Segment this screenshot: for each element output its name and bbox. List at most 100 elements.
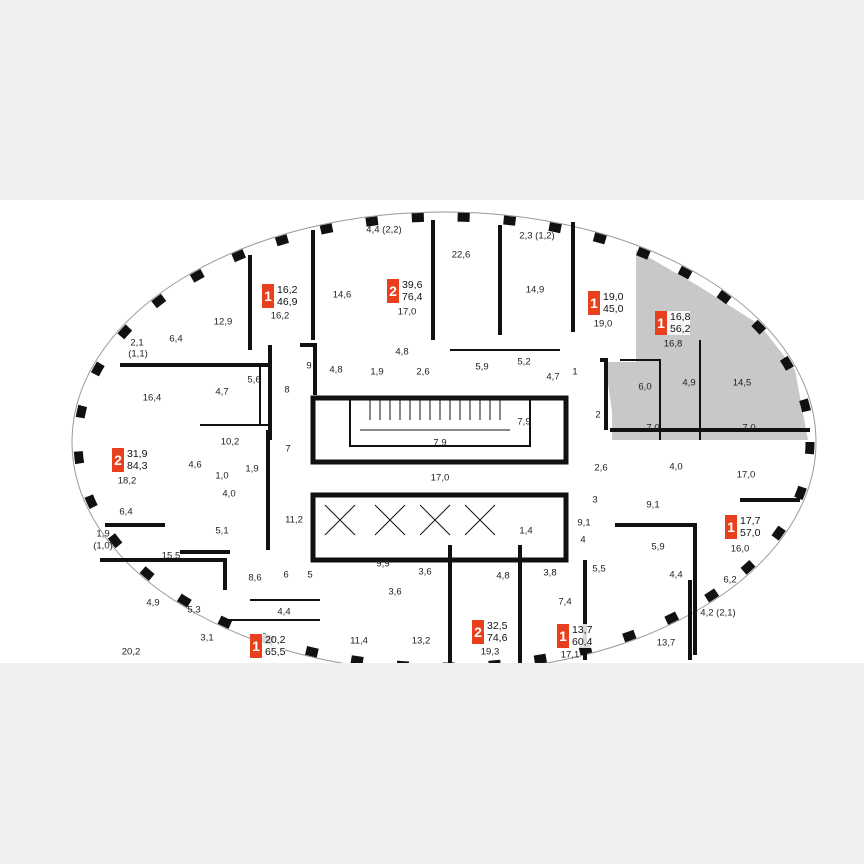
room-label: 7,9 xyxy=(517,416,531,428)
total-area: 46,9 xyxy=(277,296,298,308)
room-label: 10,2 xyxy=(220,436,240,448)
room-count: 1 xyxy=(557,624,569,648)
room-label: 1,9 xyxy=(370,366,384,378)
room-count: 1 xyxy=(262,284,274,308)
room-label: 22,6 xyxy=(451,249,471,261)
door-number: 9 xyxy=(306,360,312,372)
room-area: 16,8 xyxy=(663,338,683,350)
room-label: 3,1 xyxy=(200,632,214,644)
room-label: 13,2 xyxy=(411,635,431,647)
room-label: (1,0) xyxy=(93,540,113,552)
room-label: 1,9 xyxy=(96,528,110,540)
room-label: 17,0 xyxy=(430,472,450,484)
room-area: 17,0 xyxy=(397,306,417,318)
room-label: 6,4 xyxy=(119,506,133,518)
room-count: 1 xyxy=(655,311,667,335)
door-number: 7 xyxy=(285,443,291,455)
room-label: 4,8 xyxy=(496,570,510,582)
room-label: 3,6 xyxy=(418,566,432,578)
selected-apartment-area[interactable] xyxy=(605,250,808,440)
total-area: 57,0 xyxy=(740,527,761,539)
room-label: 2,3 (1,2) xyxy=(519,230,555,242)
room-label: 6,2 xyxy=(723,574,737,586)
living-area: 13,7 xyxy=(572,624,593,636)
room-area: 16,2 xyxy=(270,310,290,322)
door-number: 1 xyxy=(572,366,578,378)
room-label: 1,0 xyxy=(215,470,229,482)
living-area: 39,6 xyxy=(402,279,423,291)
room-label: 17,0 xyxy=(736,469,756,481)
room-count: 1 xyxy=(250,634,262,658)
room-label: 4,9 xyxy=(682,377,696,389)
room-label: 4,8 xyxy=(395,346,409,358)
room-label: 3,6 xyxy=(388,586,402,598)
room-label: 4,6 xyxy=(188,459,202,471)
room-count: 2 xyxy=(387,279,399,303)
room-label: 9,9 xyxy=(376,558,390,570)
total-area: 84,3 xyxy=(127,460,148,472)
living-area: 20,2 xyxy=(265,634,286,646)
room-label: 16,4 xyxy=(142,392,162,404)
room-label: 4,7 xyxy=(546,371,560,383)
room-label: 4,0 xyxy=(222,488,236,500)
room-label: 1,4 xyxy=(519,525,533,537)
room-label: 7,0 xyxy=(646,422,660,434)
room-area: 16,0 xyxy=(730,543,750,555)
room-label: 2,1 xyxy=(130,337,144,349)
total-area: 56,2 xyxy=(670,323,691,335)
room-label: 5,1 xyxy=(215,525,229,537)
room-area: 18,2 xyxy=(117,475,137,487)
room-label: 2,6 xyxy=(416,366,430,378)
facade-columns xyxy=(73,212,815,663)
room-label: (1,1) xyxy=(128,348,148,360)
facade-outline xyxy=(71,211,817,663)
room-label: 9,1 xyxy=(577,517,591,529)
room-label: 20,2 xyxy=(121,646,141,658)
room-area: 19,0 xyxy=(593,318,613,330)
living-area: 17,7 xyxy=(740,515,761,527)
room-label: 8,6 xyxy=(248,572,262,584)
room-label: 14,5 xyxy=(732,377,752,389)
living-area: 32,5 xyxy=(487,620,508,632)
room-label: 2,6 xyxy=(594,462,608,474)
room-label: 13,7 xyxy=(656,637,676,649)
room-label: 7,0 xyxy=(742,422,756,434)
room-label: 4,4 xyxy=(669,569,683,581)
room-label: 5,2 xyxy=(517,356,531,368)
living-area: 16,8 xyxy=(670,311,691,323)
living-area: 31,9 xyxy=(127,448,148,460)
total-area: 74,6 xyxy=(487,632,508,644)
room-label: 5,5 xyxy=(592,563,606,575)
room-label: 11,2 xyxy=(285,514,303,526)
room-label: 5,3 xyxy=(187,604,201,616)
room-label: 6,4 xyxy=(169,333,183,345)
walls xyxy=(100,220,810,663)
room-area: 19,3 xyxy=(480,646,500,658)
door-number: 3 xyxy=(592,494,598,506)
room-label: 6,0 xyxy=(638,381,652,393)
door-number: 2 xyxy=(595,409,601,421)
room-label: 12,9 xyxy=(213,316,233,328)
living-area: 16,2 xyxy=(277,284,298,296)
room-count: 1 xyxy=(725,515,737,539)
door-number: 5 xyxy=(307,569,313,581)
room-count: 2 xyxy=(472,620,484,644)
room-label: 5,6 xyxy=(247,374,261,386)
total-area: 45,0 xyxy=(603,303,624,315)
room-label: 1,9 xyxy=(245,463,259,475)
room-label: 7,4 xyxy=(558,596,572,608)
room-label: 4,4 xyxy=(277,606,291,618)
room-area: 17,1 xyxy=(560,649,580,661)
room-count: 2 xyxy=(112,448,124,472)
room-label: 9,1 xyxy=(646,499,660,511)
